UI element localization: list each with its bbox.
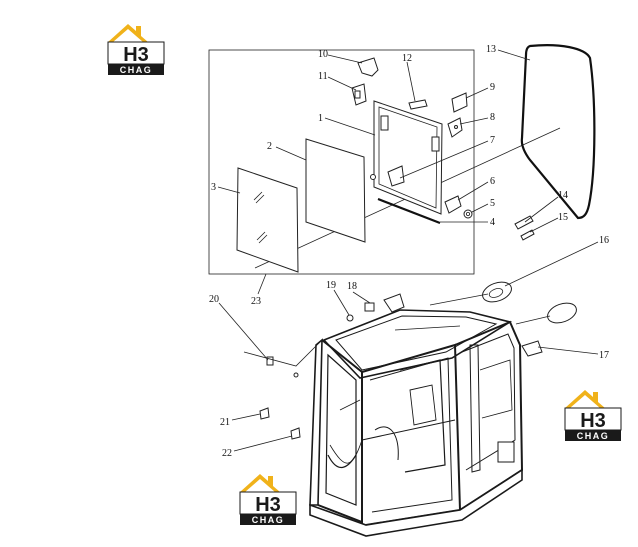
callout-14: 14 bbox=[558, 190, 568, 201]
bracket-part-10 bbox=[357, 57, 379, 77]
logo-word: CHAG bbox=[252, 515, 285, 525]
logo-mark: H3 bbox=[123, 44, 149, 66]
callout-7: 7 bbox=[490, 135, 495, 146]
callout-19: 19 bbox=[326, 280, 336, 291]
brand-logo-bottom: H3 CHAG bbox=[239, 474, 297, 525]
hinge-part-9 bbox=[451, 92, 468, 113]
logo-word: CHAG bbox=[577, 431, 610, 441]
logo-mark: H3 bbox=[255, 494, 281, 516]
brand-logo-top-left: H3 CHAG bbox=[107, 24, 165, 75]
callout-1: 1 bbox=[318, 113, 323, 124]
callout-5: 5 bbox=[490, 198, 495, 209]
leader-line-16-to-cab bbox=[429, 293, 489, 306]
callout-3: 3 bbox=[211, 182, 216, 193]
cab-body bbox=[309, 309, 524, 537]
callout-21: 21 bbox=[220, 417, 230, 428]
callout-10: 10 bbox=[318, 49, 328, 60]
callout-8: 8 bbox=[490, 112, 495, 123]
bracket-part-22 bbox=[290, 427, 301, 440]
callout-9: 9 bbox=[490, 82, 495, 93]
callout-6: 6 bbox=[490, 176, 495, 187]
exploded-view-frame bbox=[208, 49, 475, 275]
callout-11: 11 bbox=[318, 71, 328, 82]
callout-4: 4 bbox=[490, 217, 495, 228]
callout-23: 23 bbox=[251, 296, 261, 307]
callout-13: 13 bbox=[486, 44, 496, 55]
glass-pane-3 bbox=[236, 167, 299, 273]
callout-12: 12 bbox=[402, 53, 412, 64]
handle-part-12 bbox=[408, 99, 428, 110]
work-lamp-17 bbox=[521, 302, 577, 357]
window-frame-1 bbox=[370, 100, 443, 215]
logo-mark: H3 bbox=[580, 410, 606, 432]
callout-16: 16 bbox=[599, 235, 609, 246]
mount-part-18 bbox=[364, 293, 405, 313]
nut-part-5 bbox=[463, 209, 473, 219]
callout-15: 15 bbox=[558, 212, 568, 223]
callout-22: 22 bbox=[222, 448, 232, 459]
bracket-part-8 bbox=[447, 117, 463, 138]
screw-part-19 bbox=[346, 314, 354, 322]
brand-logo-right: H3 CHAG bbox=[564, 390, 622, 441]
work-lamp-16 bbox=[482, 281, 512, 303]
callout-20: 20 bbox=[209, 294, 219, 305]
callouts: 1 2 3 4 5 6 7 8 9 10 11 12 13 14 15 16 1… bbox=[209, 44, 609, 459]
bolt-part-15 bbox=[520, 229, 535, 241]
clip-part-11 bbox=[351, 83, 367, 106]
callout-18: 18 bbox=[347, 281, 357, 292]
window-seal-13 bbox=[520, 44, 596, 220]
glass-pane-2 bbox=[305, 138, 366, 243]
callout-17: 17 bbox=[599, 350, 609, 361]
logo-word: CHAG bbox=[120, 65, 153, 75]
callout-2: 2 bbox=[267, 141, 272, 152]
clip-part-20 bbox=[266, 356, 299, 378]
seal-strip-4 bbox=[377, 197, 441, 225]
leader-part-20 bbox=[243, 339, 323, 367]
bracket-part-21 bbox=[259, 407, 270, 420]
callout-leaders bbox=[217, 49, 599, 452]
latch-part-6 bbox=[444, 195, 462, 214]
leader-line-17-to-cab bbox=[515, 315, 551, 325]
